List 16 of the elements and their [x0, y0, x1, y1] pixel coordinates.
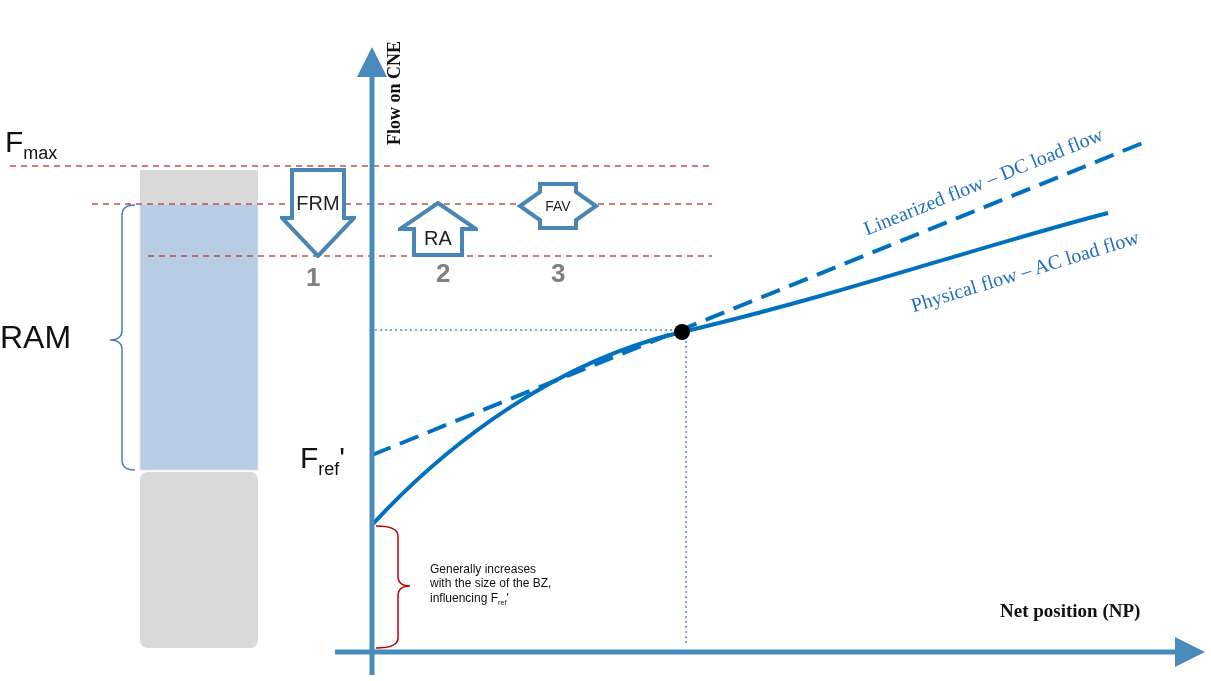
shape-label: RA — [423, 227, 453, 250]
callout-number: 2 — [436, 258, 451, 289]
callout-number: 1 — [306, 262, 321, 293]
axis-title: Net position (NP) — [1000, 600, 1141, 623]
down-arrow-shape — [280, 168, 356, 258]
up-arrow-shape — [398, 201, 478, 257]
axis-label: RAM — [0, 318, 72, 357]
callout-number: 3 — [551, 258, 566, 289]
axis-label: F$_{max}$ — [5, 124, 58, 165]
axis-title: Flow on CNE — [384, 41, 405, 145]
curve-label: Physical flow – AC load flow — [908, 225, 1142, 317]
shape-label: FAV — [544, 198, 572, 214]
axis-label: F$_{ref}$' — [300, 440, 346, 481]
shape-label: FRM — [295, 192, 341, 215]
double-arrow-shape — [516, 182, 600, 230]
annotation-note: Generally increases with the size of the BZ, influencing F$_{ref}$' — [430, 562, 553, 608]
